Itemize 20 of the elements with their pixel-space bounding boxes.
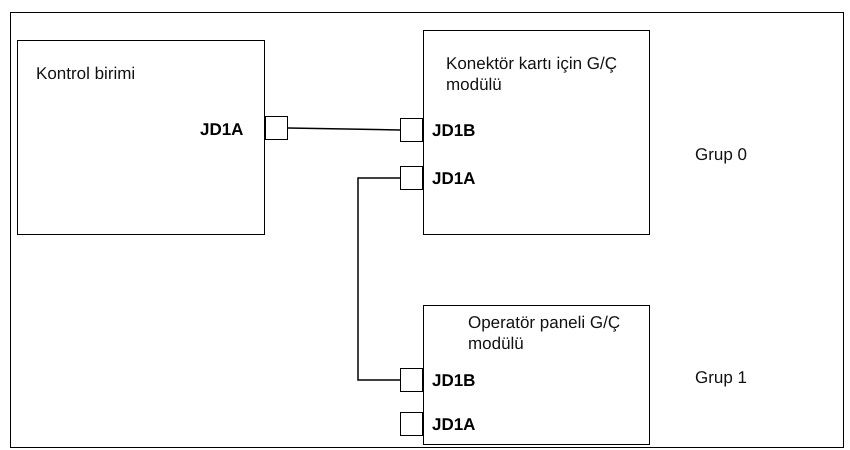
port-label: JD1B <box>432 371 476 391</box>
port-label: JD1A <box>432 415 476 435</box>
connection-line <box>288 127 400 131</box>
module-box <box>423 305 650 445</box>
port-socket <box>265 116 288 140</box>
port-label: JD1A <box>432 169 476 189</box>
group-label: Grup 1 <box>695 368 747 388</box>
module-box <box>423 30 650 235</box>
module-box <box>17 40 265 235</box>
port-socket <box>400 166 423 190</box>
module-title: Kontrol birimi <box>36 63 136 84</box>
module-title: Konektör kartı için G/Ç modülü <box>446 53 618 95</box>
port-socket <box>400 118 423 142</box>
port-label: JD1A <box>200 120 244 140</box>
module-title: Operatör paneli G/Ç modülü <box>468 312 622 354</box>
port-socket <box>400 368 423 392</box>
group-label: Grup 0 <box>695 145 747 165</box>
port-label: JD1B <box>432 121 476 141</box>
connection-line <box>357 177 400 381</box>
port-socket <box>400 412 423 436</box>
